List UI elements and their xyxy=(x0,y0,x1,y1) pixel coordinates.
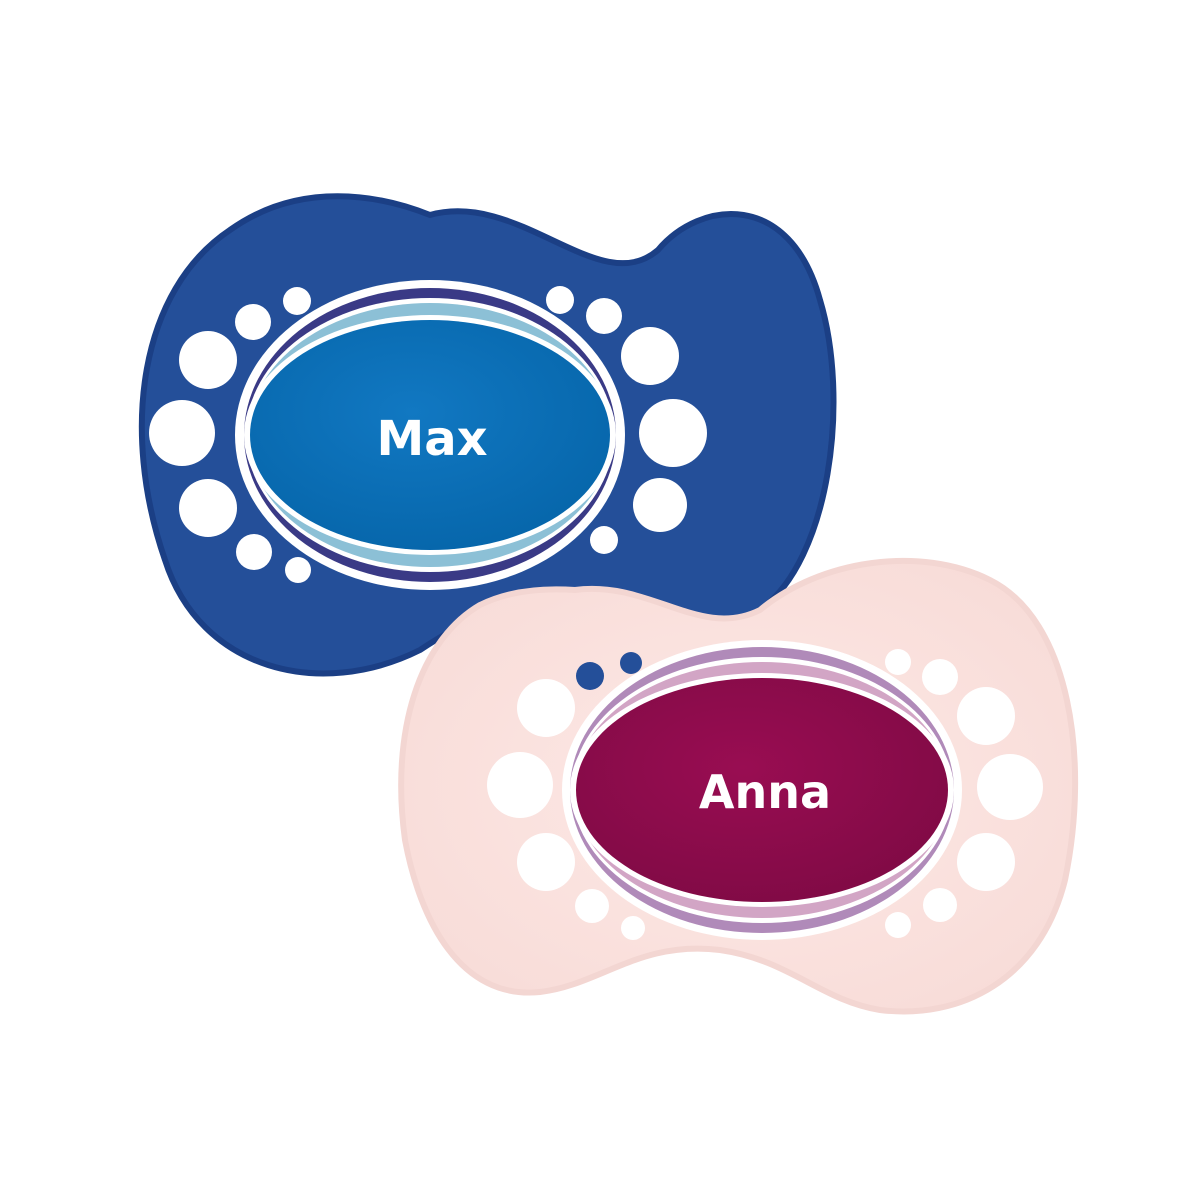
vent-holes-right xyxy=(885,649,1043,938)
pacifier-max: Max xyxy=(138,193,837,677)
name-label: Max xyxy=(376,411,487,467)
vent-holes-left xyxy=(149,287,311,583)
name-button xyxy=(576,678,948,902)
name-button xyxy=(250,320,610,550)
name-label: Anna xyxy=(699,765,831,819)
vent-holes-left xyxy=(487,652,645,940)
pacifier-anna: Anna xyxy=(398,557,1079,1015)
vent-holes-right xyxy=(546,286,707,554)
